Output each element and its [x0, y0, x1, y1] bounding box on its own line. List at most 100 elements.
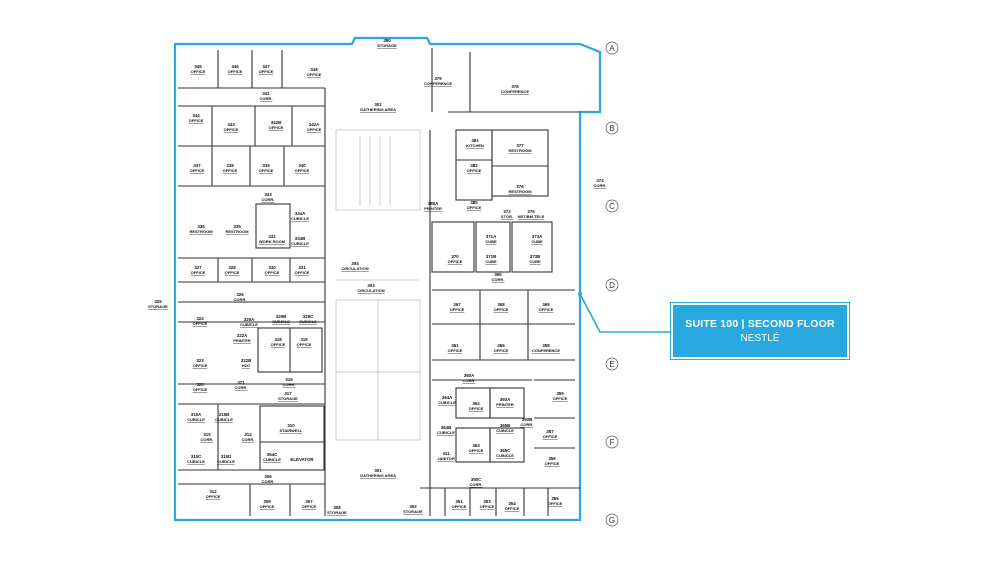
room-number: 303 [367, 283, 375, 288]
room-number: 315B [219, 412, 230, 417]
room-number: 328 [228, 265, 236, 270]
room-name: OFFICE [190, 168, 205, 173]
room-number: 310 [287, 423, 295, 428]
room-number: 361 [451, 343, 459, 348]
room-number: 336 [197, 224, 205, 229]
room-name: CUBICLE [187, 459, 205, 464]
room-name: OFFICE [189, 118, 204, 123]
room-name: OFFICE [553, 396, 568, 401]
room-number: 341 [262, 91, 270, 96]
room-name: OFFICE [307, 127, 322, 132]
room-name: OFFICE [223, 168, 238, 173]
room-number: 371A [486, 234, 497, 239]
room-name: OFFICE [450, 307, 465, 312]
room-name: OFFICE [259, 168, 274, 173]
room-name: RESTROOM [225, 229, 249, 234]
room-number: 358 [542, 343, 550, 348]
room-name: KITCHEN [466, 143, 484, 148]
grid-label: F [610, 438, 615, 447]
suite-callout: SUITE 100 | SECOND FLOOR NESTLÉ [670, 302, 850, 360]
room-name: OFFICE [302, 504, 317, 509]
grid-label: B [609, 124, 614, 133]
room-number: 315 [203, 432, 211, 437]
room-number: 350C [471, 477, 482, 482]
room-name: CONFERENCE [532, 348, 560, 353]
room-name: OFFICE [307, 72, 322, 77]
room-number: 333 [264, 192, 272, 197]
room-name: OFFICE [545, 461, 560, 466]
room-name: OFFICE [494, 307, 509, 312]
room-name: OFFICE [469, 448, 484, 453]
room-name: STORAGE [148, 304, 168, 309]
room-name: OFFICE [469, 406, 484, 411]
grid-label: E [609, 360, 614, 369]
room-name: CIRCULATION [357, 288, 384, 293]
room-number: 317 [284, 391, 292, 396]
room-name: OFFICE [448, 259, 463, 264]
room-number: 346 [231, 64, 239, 69]
room-number: 366 [494, 272, 502, 277]
room-name: CUBE [529, 259, 541, 264]
room-number: 367 [453, 302, 461, 307]
room-name: RESTROOM [508, 189, 532, 194]
room-number: 365B [500, 423, 511, 428]
room-name: OFFICE [259, 69, 274, 74]
room-name: CORR. [201, 437, 214, 442]
room-name: CONFERENCE [424, 81, 452, 86]
room-number: 362 [472, 401, 480, 406]
room-name: CUBICLE [291, 216, 309, 221]
room-number: 315C [191, 454, 202, 459]
room-name: OFFICE [193, 387, 208, 392]
room-name: STORAGE [403, 509, 423, 514]
room-number: 322B [241, 358, 252, 363]
room-name: CORR. [235, 385, 248, 390]
room-number: 344 [192, 113, 200, 118]
room-number: 332 [268, 234, 276, 239]
room-number: 335 [233, 224, 241, 229]
room-number: 329B [276, 314, 287, 319]
room-name: CUBE [485, 239, 497, 244]
room-number: 364C [267, 452, 278, 457]
room-name: OFFICE [452, 504, 467, 509]
room-number: 373B [530, 254, 541, 259]
room-number: 350B [522, 417, 533, 422]
room-number: 376 [516, 184, 524, 189]
room-name: CUBICLE [496, 428, 514, 433]
room-name: CIRCULATION [341, 266, 368, 271]
room-name: CORR. [262, 197, 275, 202]
grid-label: D [609, 281, 615, 290]
grid-label: C [609, 202, 615, 211]
room-number: 337 [193, 163, 201, 168]
room-name: OFFICE [260, 504, 275, 509]
room-number: 340 [298, 163, 306, 168]
